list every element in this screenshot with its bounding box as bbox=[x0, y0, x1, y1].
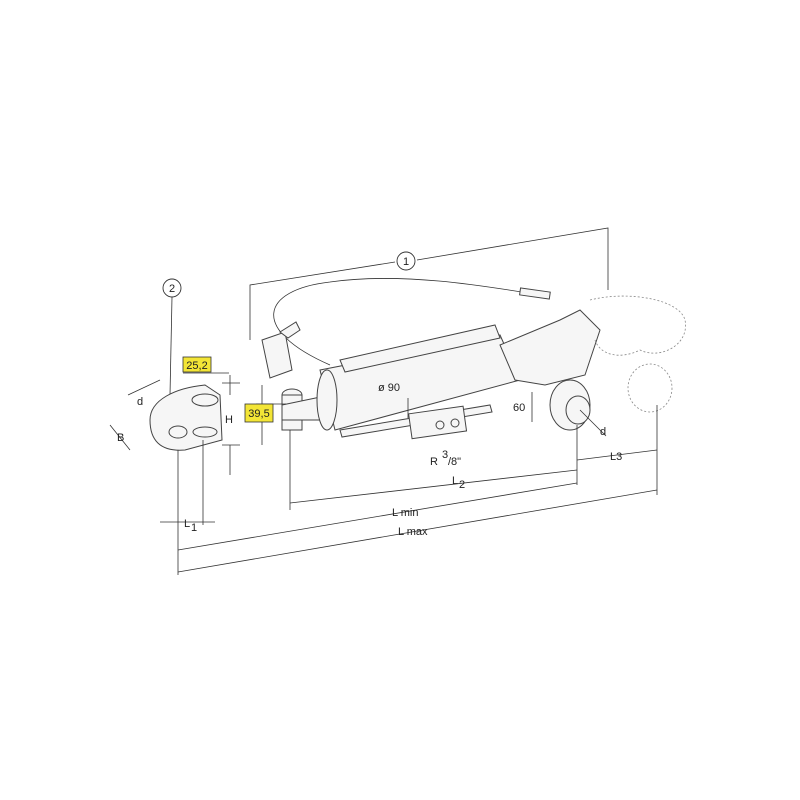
hydraulic-cylinder bbox=[281, 295, 686, 440]
label-l1: L 1 bbox=[184, 518, 197, 534]
callout-1: 1 bbox=[396, 251, 416, 271]
svg-text:25,2: 25,2 bbox=[186, 360, 207, 372]
locking-clip bbox=[261, 321, 301, 379]
ball-part bbox=[549, 363, 673, 431]
svg-text:1: 1 bbox=[403, 256, 409, 268]
label-d-clevis: d bbox=[137, 396, 143, 408]
label-l2: L 2 bbox=[452, 475, 465, 491]
label-d-ball: d bbox=[600, 426, 606, 438]
svg-text:39,5: 39,5 bbox=[248, 408, 269, 420]
svg-text:2: 2 bbox=[459, 479, 465, 491]
label-b: B bbox=[117, 432, 124, 444]
label-lmin: L min bbox=[392, 507, 419, 519]
label-60: 60 bbox=[513, 402, 525, 414]
label-25-2: 25,2 bbox=[182, 356, 212, 373]
svg-text:L: L bbox=[452, 475, 458, 487]
label-l3: L3 bbox=[610, 451, 622, 463]
svg-text:R: R bbox=[430, 456, 438, 468]
label-39-5: 39,5 bbox=[244, 403, 274, 423]
callout-1-bracket bbox=[249, 227, 609, 340]
svg-text:3: 3 bbox=[442, 449, 448, 461]
svg-text:L: L bbox=[184, 518, 190, 530]
label-h: H bbox=[225, 414, 233, 426]
dimension-lines bbox=[109, 372, 658, 575]
svg-text:2: 2 bbox=[169, 283, 175, 295]
label-diameter: ø 90 bbox=[378, 382, 400, 394]
label-thread: R 3 /8" bbox=[430, 449, 461, 468]
label-lmax: L max bbox=[398, 526, 428, 538]
svg-text:1: 1 bbox=[191, 522, 197, 534]
svg-text:/8": /8" bbox=[448, 456, 461, 468]
clevis-part bbox=[149, 384, 223, 451]
callout-2: 2 bbox=[162, 278, 182, 396]
